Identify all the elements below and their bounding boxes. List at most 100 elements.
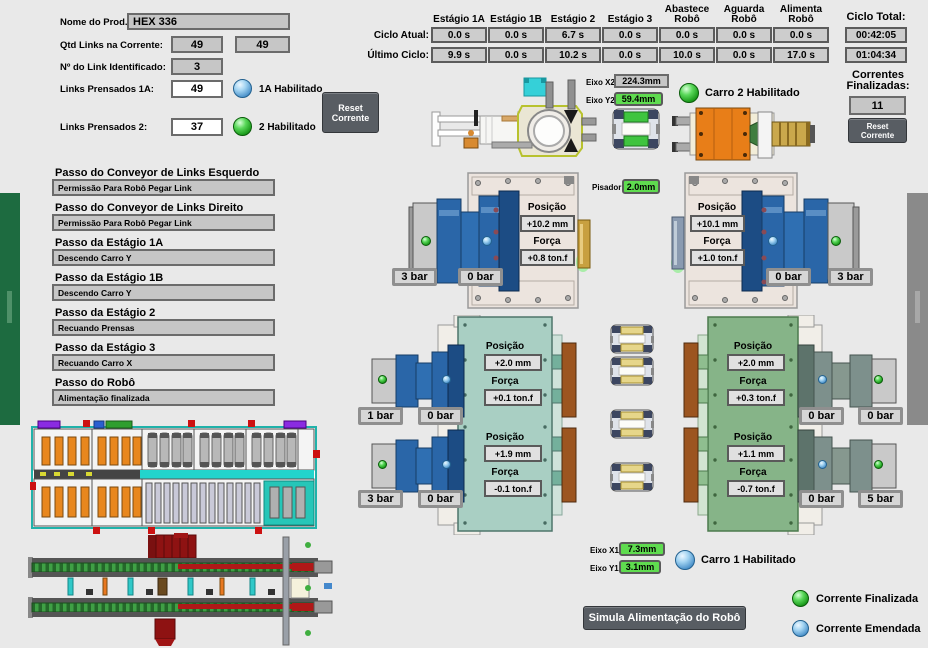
stage1b-posicao-label: Posição [697,202,737,213]
ciclo-total-label: Ciclo Total: [846,11,906,23]
passo-label-estagio-2: Passo da Estágio 2 [55,307,156,319]
habilitado-1a-led [233,79,252,98]
cell-ultimo-estagio1a: 9.9 s [431,47,487,63]
pisador-actuator-left-graphic [576,219,591,272]
stage2-right-bottom-led-green [874,460,883,469]
habilitado-2-led [233,117,252,136]
eixo-x2-field: 224.3mm [614,74,669,88]
link-id-label: Nº do Link Identificado: [60,62,166,73]
stage2-left-bottom-led-green [378,460,387,469]
stage1a-forca-value: +0.8 ton.f [520,249,575,266]
eixo-y2-field: 59.4mm [614,92,663,106]
stage1a-posicao-label: Posição [527,202,567,213]
passo-label-estagio-3: Passo da Estágio 3 [55,342,156,354]
passo-field-estagio-1a: Descendo Carro Y [52,249,275,266]
col-header-aguarda-robo: Aguarda Robô [723,4,765,25]
prensados-1a-label: Links Prensados 1A: [60,84,154,95]
stage2-left-top-bar-left: 1 bar [358,407,403,425]
stage2-left-top-forca-value: +0.1 ton.f [484,389,542,406]
cell-ultimo-alimenta: 17.0 s [773,47,829,63]
nome-prod-field[interactable]: HEX 336 [127,13,290,30]
press-line-top-view-graphic [30,420,320,534]
chain-link-3 [610,409,654,439]
passo-label-conveyor-direito: Passo do Conveyor de Links Direito [55,202,244,214]
stage1b-bar-right: 3 bar [828,268,873,286]
col-header-estagio-3: Estágio 3 [607,14,653,25]
stage2-right-bottom-bar-right: 5 bar [858,490,903,508]
eixo-y2-label: Eixo Y2 [586,96,615,105]
ciclo-total-ultimo: 01:04:34 [845,47,907,63]
stage2-left-bottom-bar-right: 0 bar [418,490,463,508]
stage1b-forca-value: +1.0 ton.f [690,249,745,266]
left-side-bar-handle [7,291,12,323]
cell-atual-aguarda: 0.0 s [716,27,772,43]
ciclo-total-atual: 00:42:05 [845,27,907,43]
qtd-links-field-2: 49 [235,36,290,53]
stage2-right-bottom-forca-value: -0.7 ton.f [727,480,785,497]
passo-field-conveyor-direito: Permissão Para Robô Pegar Link [52,214,275,231]
conveyor-line-graphic [28,533,333,646]
corrente-finalizada-led [792,590,809,607]
cell-ultimo-estagio2: 10.2 s [545,47,601,63]
cell-ultimo-abastece: 10.0 s [659,47,715,63]
stage2-right-top-posicao-label: Posição [733,341,773,352]
prensados-1a-field[interactable]: 49 [171,80,223,98]
simula-alimentacao-button[interactable]: Simula Alimentação do Robô [583,606,746,630]
passo-field-conveyor-esquerdo: Permissão Para Robô Pegar Link [52,179,275,196]
cell-ultimo-estagio3: 0.0 s [602,47,658,63]
prensados-2-field[interactable]: 37 [171,118,223,136]
col-header-estagio-1a: Estágio 1A [433,14,485,25]
stage2-left-top-posicao-value: +2.0 mm [484,354,542,371]
passo-label-estagio-1a: Passo da Estágio 1A [55,237,164,249]
carro1-habilitado-label: Carro 1 Habilitado [701,554,796,566]
stage2-left-bottom-led-blue [442,460,451,469]
pisador-field: 2.0mm [622,179,660,194]
chain-link-2 [610,356,654,386]
stage1a-bar-left: 3 bar [392,268,437,286]
cell-atual-estagio2: 6.7 s [545,27,601,43]
pisador-actuator-right-graphic [671,216,685,273]
eixo-x1-label: Eixo X1 [590,546,619,555]
col-header-estagio-1b: Estágio 1B [490,14,542,25]
stage2-right-top-posicao-value: +2.0 mm [727,354,785,371]
stage1a-posicao-value: +10.2 mm [520,215,575,232]
reset-corrente-button-right[interactable]: Reset Corrente [848,118,907,143]
nome-prod-label: Nome do Prod.: [60,17,131,28]
pisador-label: Pisador [592,183,622,192]
eixo-x1-field: 7.3mm [619,542,665,556]
stage2-right-bottom-posicao-label: Posição [733,432,773,443]
stage2-left-top-led-green [378,375,387,384]
carro2-graphic [672,107,815,161]
link-id-field: 3 [171,58,223,75]
corrente-finalizada-label: Corrente Finalizada [816,593,919,605]
eixo-y1-label: Eixo Y1 [590,564,619,573]
right-side-bar [907,193,928,425]
left-side-bar [0,193,20,425]
right-side-bar-handle [915,291,920,323]
stage2-left-top-bar-right: 0 bar [418,407,463,425]
stage2-left-top-posicao-label: Posição [485,341,525,352]
robot-gripper-graphic [431,77,597,157]
stage2-right-top-forca-label: Força [739,376,767,387]
col-header-alimenta-robo: Alimenta Robô [779,4,823,25]
stage1a-led-blue [482,236,492,246]
chain-link-top [612,108,660,150]
stage2-right-bottom-led-blue [818,460,827,469]
chain-link-1 [610,324,654,354]
stage2-right-bottom-forca-label: Força [739,467,767,478]
stage2-left-top-led-blue [442,375,451,384]
cell-atual-alimenta: 0.0 s [773,27,829,43]
stage2-left-top-forca-label: Força [491,376,519,387]
eixo-x2-label: Eixo X2 [586,78,615,87]
passo-field-estagio-1b: Descendo Carro Y [52,284,275,301]
stage1a-bar-right: 0 bar [458,268,503,286]
reset-corrente-button-top[interactable]: Reset Corrente [322,92,379,133]
passo-label-robo: Passo do Robô [55,377,136,389]
carro2-habilitado-led [679,83,699,103]
habilitado-2-label: 2 Habilitado [259,122,316,133]
correntes-finalizadas-field: 11 [849,96,906,115]
stage1b-press-graphic [684,172,860,309]
stage2-left-bottom-bar-left: 3 bar [358,490,403,508]
carro2-habilitado-label: Carro 2 Habilitado [705,87,800,99]
